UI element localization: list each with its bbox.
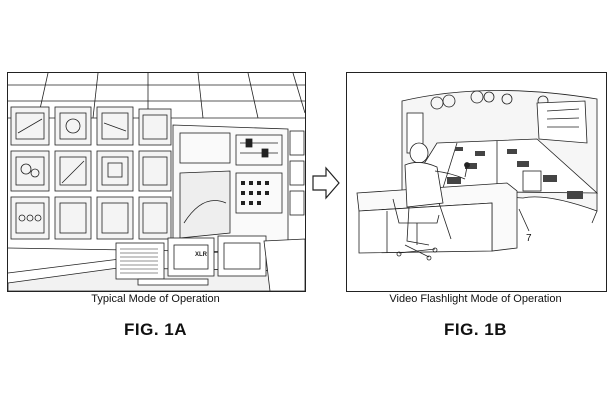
figure-1a-label: FIG. 1A xyxy=(123,320,187,339)
monitor-wall-right xyxy=(172,124,305,254)
control-room-drawing: XLR xyxy=(8,73,305,291)
figure-1b-label: FIG. 1B xyxy=(443,320,507,339)
figure-1b-illustration xyxy=(346,72,607,292)
figure-1b-caption: Video Flashlight Mode of Operation xyxy=(389,293,562,305)
figure-1a-caption: Typical Mode of Operation xyxy=(91,293,220,305)
right-arrow-icon xyxy=(312,166,340,200)
video-flashlight-drawing xyxy=(356,90,599,261)
desk-monitors xyxy=(115,235,305,291)
monitor-label: XLR xyxy=(195,252,208,258)
operator-desk xyxy=(356,182,518,254)
monitor-wall-left xyxy=(10,106,172,240)
figure-1a-illustration: XLR xyxy=(7,72,306,292)
reference-numeral: 7 xyxy=(526,233,532,244)
operator-figure xyxy=(392,142,470,261)
curved-display xyxy=(401,90,599,234)
